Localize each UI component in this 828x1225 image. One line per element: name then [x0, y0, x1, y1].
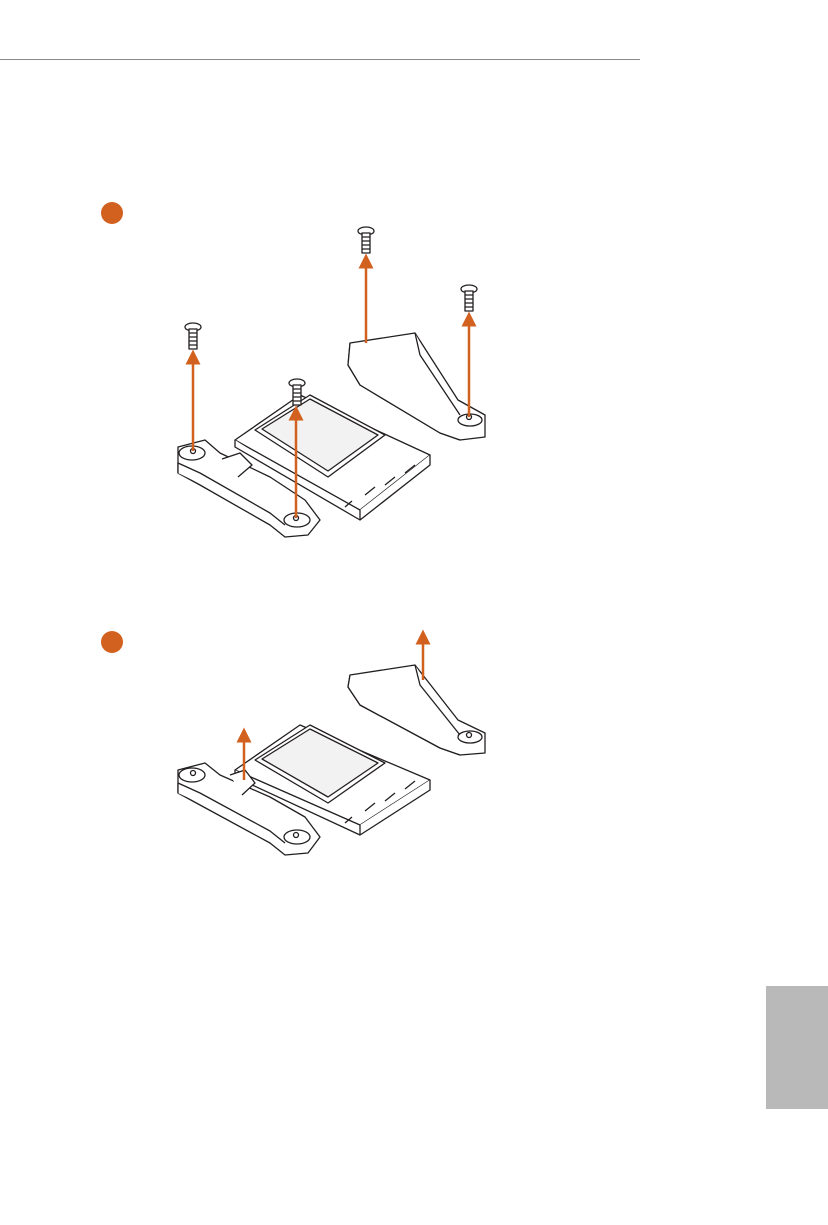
- step-1-marker: [101, 202, 123, 224]
- screw-icon: [358, 227, 374, 253]
- screw-icon: [185, 323, 201, 349]
- retention-module-right: [348, 333, 485, 440]
- step-2-marker: [101, 631, 123, 653]
- retention-module-right: [348, 665, 485, 755]
- step-2-illustration: [160, 625, 500, 865]
- step-1-illustration: [160, 215, 500, 545]
- language-tab: [766, 986, 828, 1109]
- screw-icon: [461, 285, 477, 311]
- header-rule: [0, 59, 640, 60]
